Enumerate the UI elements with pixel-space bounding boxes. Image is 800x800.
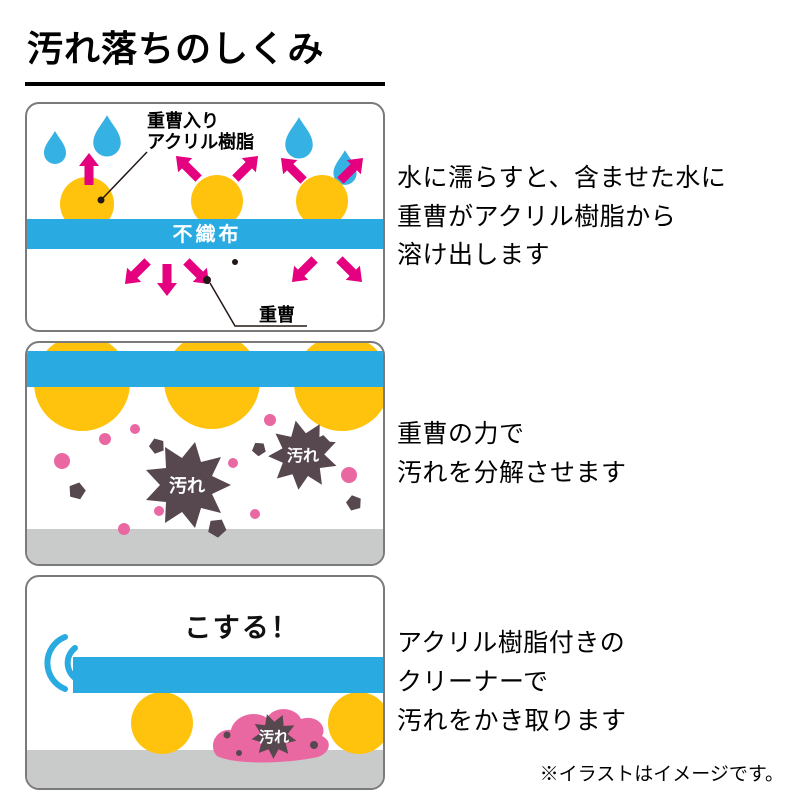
disclaimer-note: ※イラストはイメージです。 [539,764,784,785]
step1-caption: 水に濡らすと、含ませた水に 重曹がアクリル樹脂から 溶け出します [397,163,727,270]
dirt-splat-left: 汚れ [146,442,231,528]
step3-row: 汚れ こする！ アクリル樹脂付きの クリーナーで 汚れをかき取ります [25,575,800,790]
panel-step1: 不織布 重曹入り アクリル樹脂 [25,102,385,332]
dirt-splat-right: 汚れ [261,412,348,499]
step3-illustration: 汚れ こする！ [27,613,383,788]
step3-caption: アクリル樹脂付きの クリーナーで 汚れをかき取ります [397,629,627,735]
nonwoven-band [27,219,383,249]
resin-label-line1: 重曹入り [147,110,219,131]
dirt-blob: 汚れ [212,709,329,763]
resin-beads [131,692,383,754]
rub-label: こする！ [184,613,299,643]
page-title: 汚れ落ちのしくみ [25,16,385,86]
soda-callout: 重曹 [209,282,307,327]
soda-particle-dot [203,276,211,284]
pink-particles [54,414,357,535]
dirt-label: 汚れ [169,476,205,496]
step2-illustration: 汚れ 汚れ [27,343,383,564]
cleaner-band [73,657,383,693]
soda-arrows-down [117,252,370,296]
dirt-label: 汚れ [259,728,289,746]
resin-beads [60,175,348,231]
soda-label: 重曹 [259,304,295,325]
nonwoven-band [27,351,383,387]
soda-particle-dot [232,259,238,265]
step2-caption: 重曹の力で 汚れを分解させます [397,419,627,487]
resin-callout: 重曹入り アクリル樹脂 [102,110,254,199]
panel-step2: 汚れ 汚れ [25,341,385,566]
gray-surface [27,750,383,788]
dirt-label: 汚れ [287,446,319,465]
nonwoven-band-label: 不織布 [173,222,242,246]
step1-illustration: 不織布 重曹入り アクリル樹脂 [27,110,383,327]
panel-step3: 汚れ こする！ [25,575,385,790]
resin-label-line2: アクリル樹脂 [147,131,254,152]
gray-surface [27,529,383,564]
motion-lines-icon [44,634,78,692]
step2-row: 汚れ 汚れ 重曹の力で 汚れを分解させます [25,341,800,566]
step1-row: 不織布 重曹入り アクリル樹脂 [25,102,800,332]
